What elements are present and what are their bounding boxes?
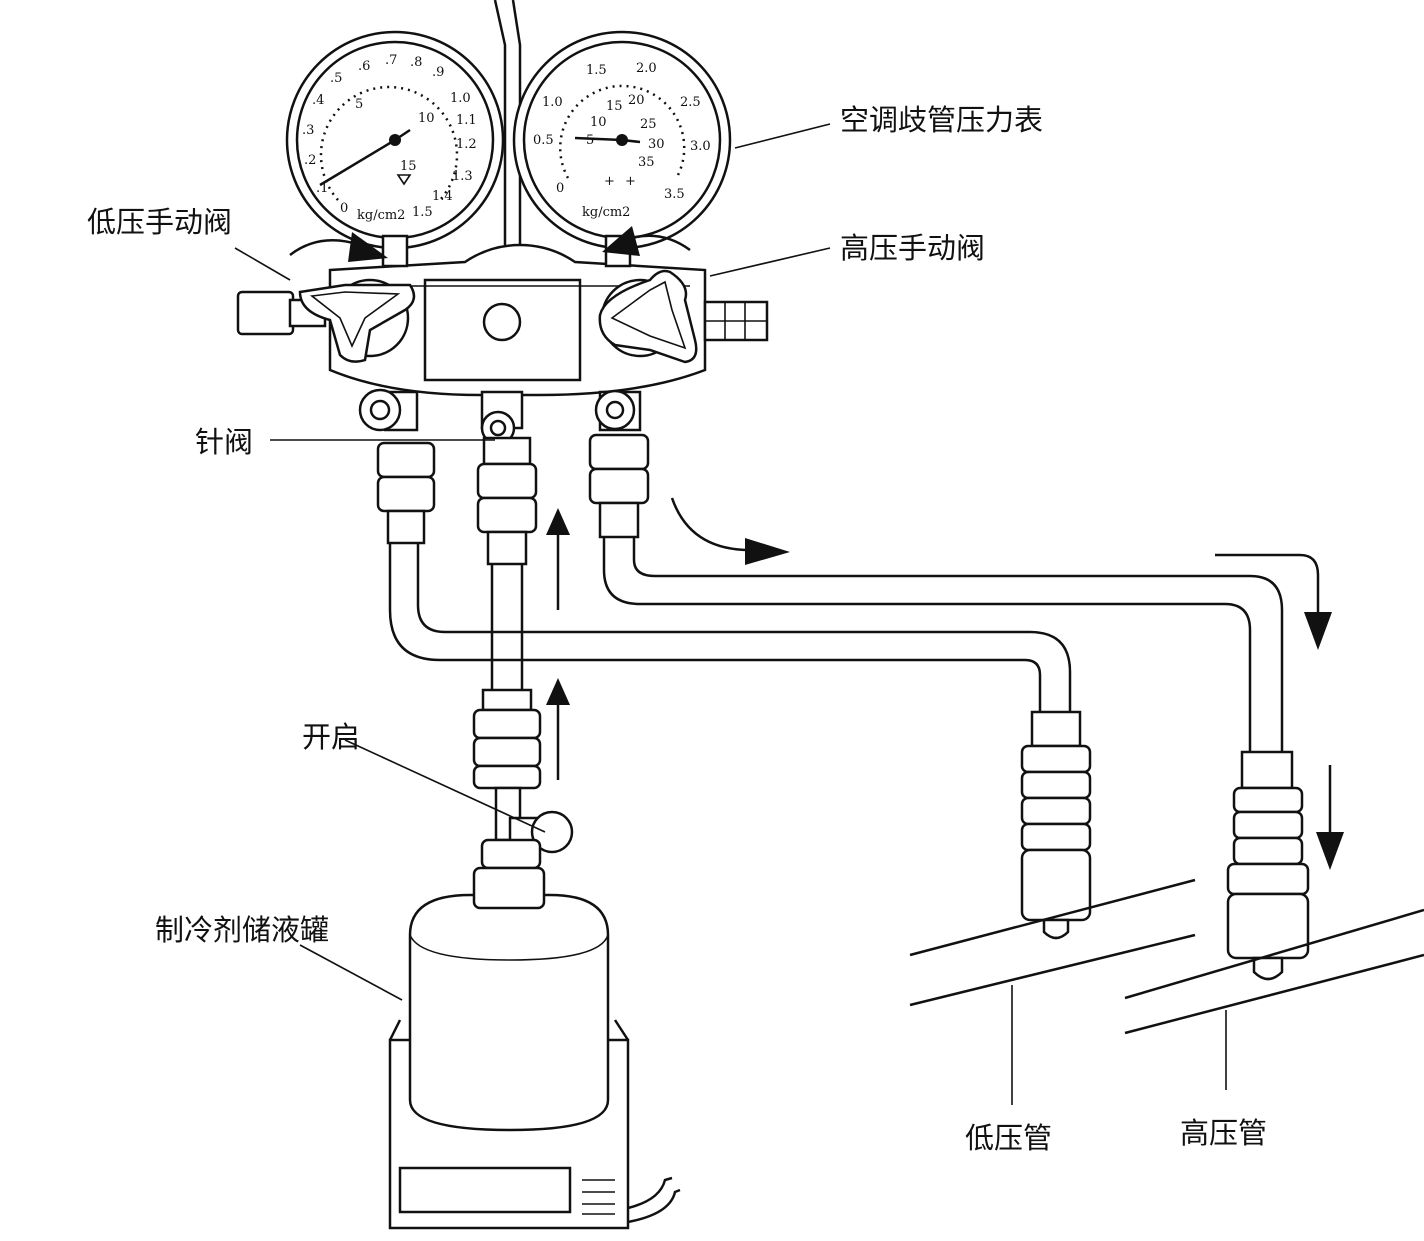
label-manifold-gauge: 空调歧管压力表 — [840, 103, 1043, 137]
high-gauge-tick: 2.0 — [636, 61, 657, 76]
low-gauge-tick: .5 — [330, 71, 342, 86]
high-gauge-unit: kg/cm2 — [582, 205, 630, 220]
low-gauge-tick: .1 — [316, 181, 328, 196]
low-gauge-unit: kg/cm2 — [357, 208, 405, 223]
high-gauge-tick: 15 — [606, 99, 623, 114]
high-gauge-tick: 35 — [638, 155, 655, 170]
label-needle-valve: 针阀 — [195, 425, 253, 459]
high-gauge-tick: 3.5 — [664, 187, 685, 202]
low-gauge-tick: 1.3 — [452, 169, 473, 184]
low-gauge-tick: .2 — [304, 153, 316, 168]
label-open: 开启 — [302, 720, 360, 754]
low-gauge-tick: 1.5 — [412, 205, 433, 220]
low-gauge-tick: 10 — [418, 111, 435, 126]
label-low-pressure-valve: 低压手动阀 — [87, 205, 232, 239]
high-pressure-hose — [602, 537, 1284, 752]
low-gauge-tick: 1.4 — [432, 189, 453, 204]
high-gauge-tick: 10 — [590, 115, 607, 130]
high-gauge-tick: 20 — [628, 93, 645, 108]
low-gauge-tick: 0 — [340, 201, 348, 216]
low-pressure-gauge: .5 .6 .7 .8 .9 1.0 1.1 1.2 1.3 1.4 1.5 .… — [285, 30, 505, 268]
low-gauge-tick: .7 — [385, 53, 397, 68]
low-gauge-tick: 1.1 — [456, 113, 477, 128]
charging-hose — [472, 564, 542, 842]
label-high-pressure-pipe: 高压管 — [1180, 1116, 1267, 1150]
low-pressure-coupler — [1020, 710, 1092, 940]
high-pressure-coupler — [1226, 750, 1310, 981]
label-low-pressure-pipe: 低压管 — [965, 1121, 1052, 1155]
high-gauge-tick: 25 — [640, 117, 657, 132]
high-gauge-tick: 1.5 — [586, 63, 607, 78]
low-gauge-tick: 5 — [355, 97, 363, 112]
low-gauge-tick: 15 — [400, 159, 417, 174]
leader-lines — [234, 123, 1227, 1105]
low-gauge-tick: .3 — [302, 123, 314, 138]
label-high-pressure-valve: 高压手动阀 — [840, 231, 985, 265]
high-gauge-tick: 2.5 — [680, 95, 701, 110]
valve-rotation-arrows — [289, 226, 691, 262]
manifold-port-fittings — [358, 388, 642, 446]
high-gauge-tick: 3.0 — [690, 139, 711, 154]
label-refrigerant-tank: 制冷剂储液罐 — [155, 913, 329, 947]
low-gauge-tick: 1.2 — [456, 137, 477, 152]
svg-text:+: + — [625, 174, 636, 189]
low-pressure-hand-valve — [236, 278, 416, 363]
low-gauge-tick: 1.0 — [450, 91, 471, 106]
flow-arrows — [546, 497, 1344, 870]
high-pressure-hand-valve — [598, 269, 769, 364]
high-gauge-tick: 1.0 — [542, 95, 563, 110]
low-gauge-tick: .8 — [410, 55, 422, 70]
low-gauge-tick: .4 — [312, 93, 324, 108]
low-gauge-tick: .9 — [432, 65, 444, 80]
high-pressure-gauge: 0 0.5 1.0 1.5 2.0 2.5 3.0 3.5 5 10 15 20… — [512, 30, 732, 268]
refrigerant-tank — [388, 866, 681, 1230]
svg-text:+: + — [604, 174, 615, 189]
service-pipes — [909, 878, 1424, 1035]
low-pressure-hose — [388, 543, 1072, 712]
high-gauge-tick: 30 — [648, 137, 665, 152]
low-gauge-tick: .6 — [358, 59, 370, 74]
top-hose — [493, 0, 522, 250]
high-gauge-tick: 0 — [556, 181, 564, 196]
manifold-body — [328, 243, 707, 397]
hose-nut-fittings — [376, 433, 650, 566]
high-gauge-tick: 0.5 — [533, 133, 554, 148]
high-gauge-tick: 5 — [586, 133, 594, 148]
